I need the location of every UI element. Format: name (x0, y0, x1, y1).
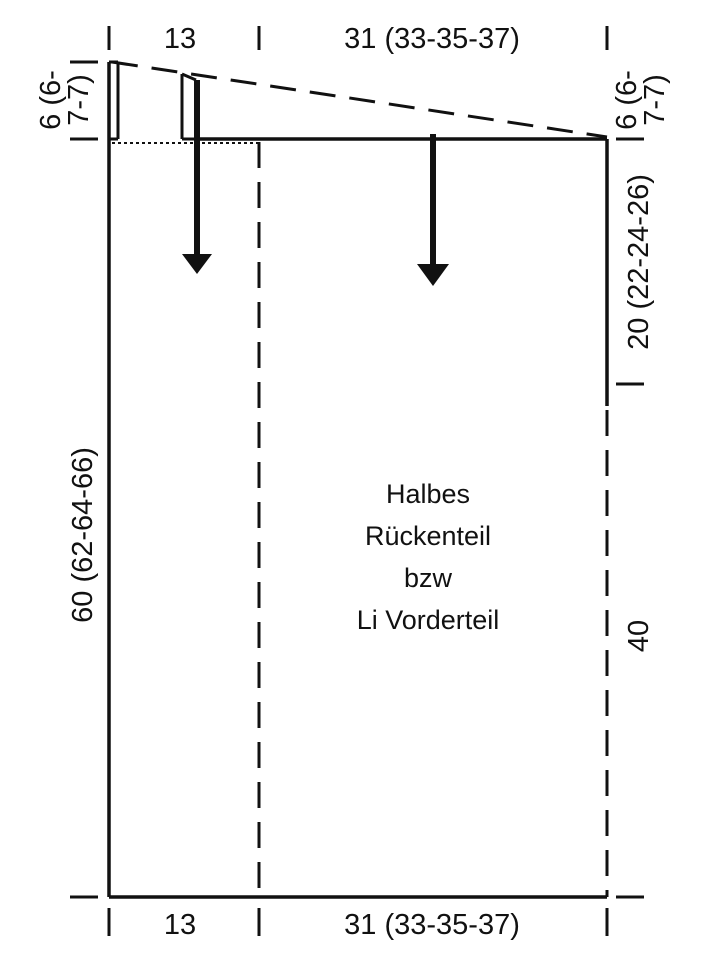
top-right-width-label: 31 (33-35-37) (344, 23, 520, 55)
arrow-down-left (182, 80, 212, 274)
right-shoulder-height-label-line1: 6 (6- (611, 70, 643, 130)
piece-label-line1: Halbes (386, 479, 470, 509)
total-height-label: 60 (62-64-66) (67, 447, 99, 623)
shoulder-slope-line (111, 60, 608, 139)
right-dimension-ticks (616, 137, 644, 899)
piece-label-line4: Li Vorderteil (357, 605, 500, 635)
piece-label-line2: Rückenteil (365, 521, 491, 551)
arrow-down-center (417, 134, 449, 286)
bottom-right-width-label: 31 (33-35-37) (344, 909, 520, 941)
armhole-height-label: 20 (22-24-26) (623, 174, 655, 350)
neck-shaping-strip (109, 60, 120, 141)
left-dimension-ticks (70, 60, 98, 899)
dashed-lines (111, 60, 609, 897)
piece-label-line3: bzw (404, 563, 453, 593)
top-left-width-label: 13 (164, 23, 196, 55)
piece-label: Halbes Rückenteil bzw Li Vorderteil (357, 479, 500, 635)
shoulder-strap-shape (180, 72, 198, 141)
piece-outline (107, 62, 609, 899)
bottom-left-width-label: 13 (164, 909, 196, 941)
bottom-dimension-ticks (107, 908, 609, 936)
top-dimension-ticks (107, 26, 609, 50)
side-height-label: 40 (623, 620, 655, 652)
left-shoulder-height-label-line2: 7-7) (63, 74, 95, 126)
right-shoulder-height-label-line2: 7-7) (639, 74, 671, 126)
left-shoulder-height-label-line1: 6 (6- (35, 70, 67, 130)
